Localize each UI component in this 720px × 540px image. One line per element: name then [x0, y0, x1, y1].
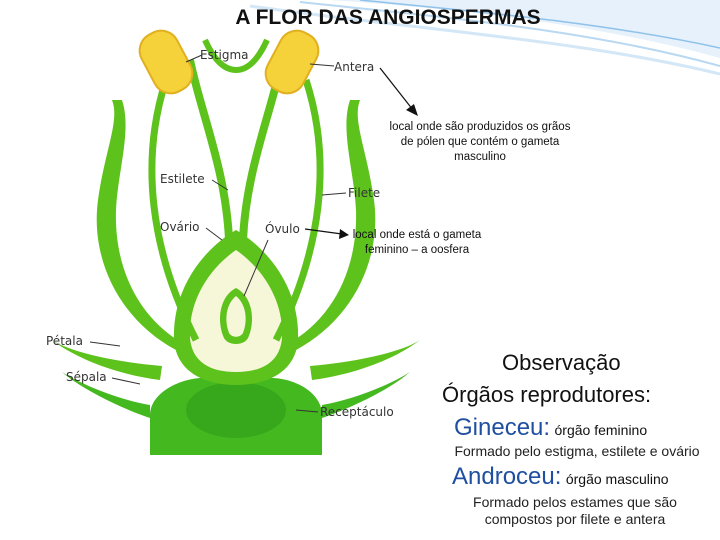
note-antera: local onde são produzidos os grãos de pó…	[389, 121, 571, 163]
label-ovulo: Óvulo	[265, 222, 300, 236]
page-title: A FLOR DAS ANGIOSPERMAS	[235, 6, 541, 29]
sepal-right	[322, 372, 410, 418]
observacao-subheading: Órgãos reprodutores:	[442, 382, 652, 407]
anther-right	[264, 29, 320, 95]
androceu-type: órgão masculino	[565, 471, 669, 487]
label-receptaculo: Receptáculo	[320, 405, 394, 419]
petal-left	[96, 100, 186, 350]
anther-left	[138, 29, 194, 95]
decorative-waves	[249, 0, 720, 76]
gineceu-term: Gineceu:	[454, 414, 551, 441]
label-ovario: Ovário	[160, 220, 200, 234]
gineceu-line: Gineceu: órgão feminino	[454, 414, 647, 442]
androceu-term: Androceu:	[452, 463, 562, 490]
label-petala: Pétala	[46, 334, 83, 348]
observacao-heading: Observação	[502, 350, 621, 375]
arrow-icon	[379, 67, 418, 116]
sepal-left	[62, 372, 150, 418]
note-ovulo: local onde está o gameta feminino – a oo…	[352, 229, 482, 256]
androceu-line: Androceu: órgão masculino	[452, 463, 669, 491]
label-antera: Antera	[334, 60, 375, 74]
androceu-desc: Formado pelos estames que são compostos …	[473, 494, 677, 527]
label-estilete: Estilete	[160, 172, 205, 186]
label-filete: Filete	[348, 186, 381, 200]
arrow-icon	[304, 228, 349, 239]
gineceu-type: órgão feminino	[554, 422, 648, 438]
label-sepala: Sépala	[66, 370, 107, 384]
label-estigma: Estigma	[200, 48, 249, 62]
petal-right	[286, 100, 376, 350]
gineceu-desc: Formado pelo estigma, estilete e ovário	[454, 443, 700, 459]
